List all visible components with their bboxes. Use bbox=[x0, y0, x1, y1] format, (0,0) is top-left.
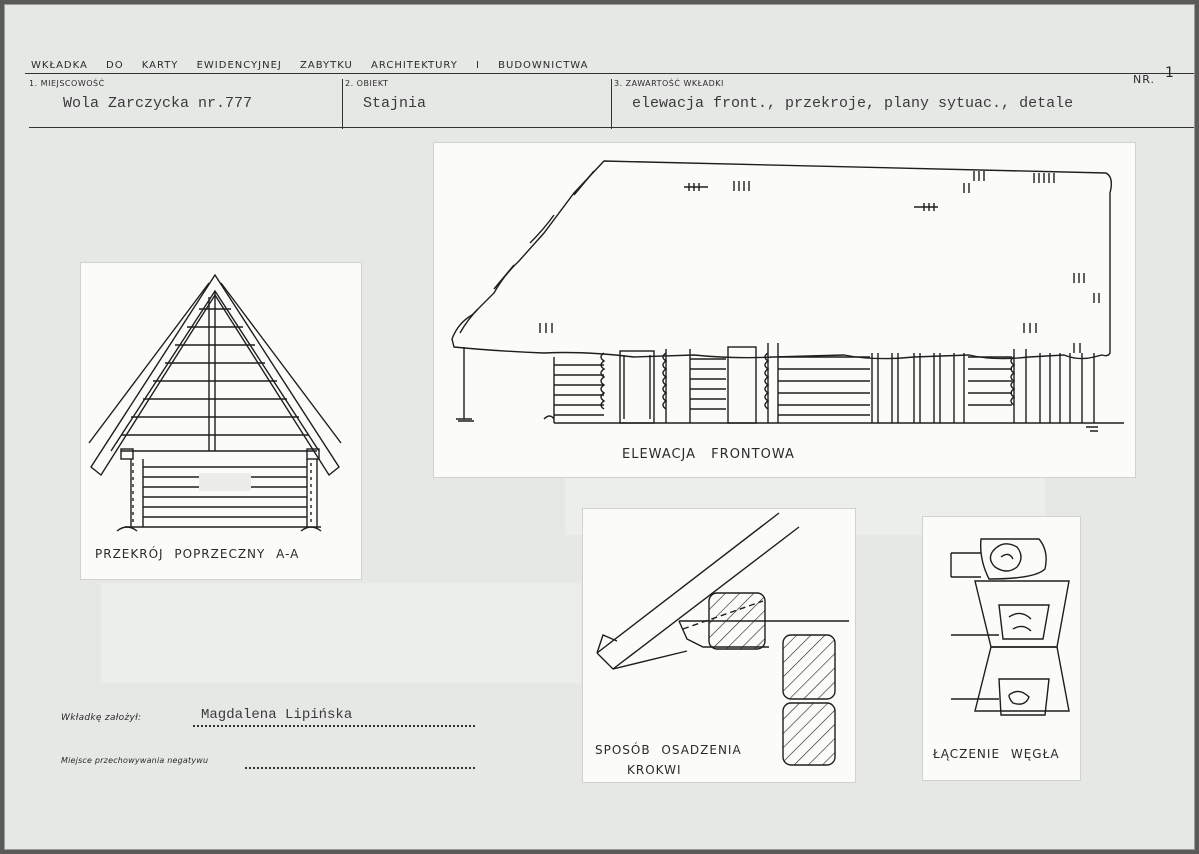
front-elevation-card: ELEWACJA FRONTOWA bbox=[434, 143, 1135, 477]
rafter-joint-card: SPOSÓB OSADZENIA KROKWI bbox=[583, 509, 855, 782]
cross-section-card: PRZEKRÓJ POPRZECZNY A-A bbox=[81, 263, 361, 579]
rafter-caption-line1: SPOSÓB OSADZENIA bbox=[595, 743, 742, 757]
cross-section-drawing bbox=[88, 273, 342, 532]
storage-dotted-line bbox=[245, 767, 475, 769]
ghost-patch bbox=[101, 583, 581, 683]
header-rule-bottom bbox=[29, 127, 1194, 128]
corner-joint-drawing bbox=[950, 538, 1070, 716]
corner-joint-card: ŁĄCZENIE WĘGŁA bbox=[923, 517, 1080, 780]
header-divider-1 bbox=[342, 79, 343, 129]
author-value: Magdalena Lipińska bbox=[201, 707, 353, 723]
author-dotted-line bbox=[193, 725, 475, 727]
header-divider-2 bbox=[611, 79, 612, 129]
rafter-caption-line2: KROKWI bbox=[627, 763, 682, 777]
number-label: NR. bbox=[1133, 73, 1155, 86]
record-sheet: WKŁADKA DO KARTY EWIDENCYJNEJ ZABYTKU AR… bbox=[4, 4, 1195, 850]
field1-label: 1. MIEJSCOWOŚĆ bbox=[29, 79, 105, 88]
field2-label: 2. OBIEKT bbox=[345, 79, 389, 88]
field3-value: elewacja front., przekroje, plany sytuac… bbox=[632, 95, 1074, 112]
storage-label: Miejsce przechowywania negatywu bbox=[61, 756, 209, 765]
corner-caption: ŁĄCZENIE WĘGŁA bbox=[933, 747, 1060, 761]
header-rule-top bbox=[25, 73, 1194, 74]
cross-section-caption: PRZEKRÓJ POPRZECZNY A-A bbox=[95, 547, 300, 561]
number-value: 1 bbox=[1165, 65, 1175, 81]
form-title: WKŁADKA DO KARTY EWIDENCYJNEJ ZABYTKU AR… bbox=[31, 60, 589, 71]
author-label: Wkładkę założył: bbox=[61, 713, 142, 723]
front-elevation-caption: ELEWACJA FRONTOWA bbox=[622, 447, 795, 462]
front-elevation-drawing bbox=[451, 160, 1124, 432]
rafter-joint-drawing bbox=[596, 512, 849, 766]
field2-value: Stajnia bbox=[363, 95, 427, 112]
field1-value: Wola Zarczycka nr.777 bbox=[63, 95, 253, 112]
field3-label: 3. ZAWARTOŚĆ WKŁADKI bbox=[614, 79, 724, 88]
